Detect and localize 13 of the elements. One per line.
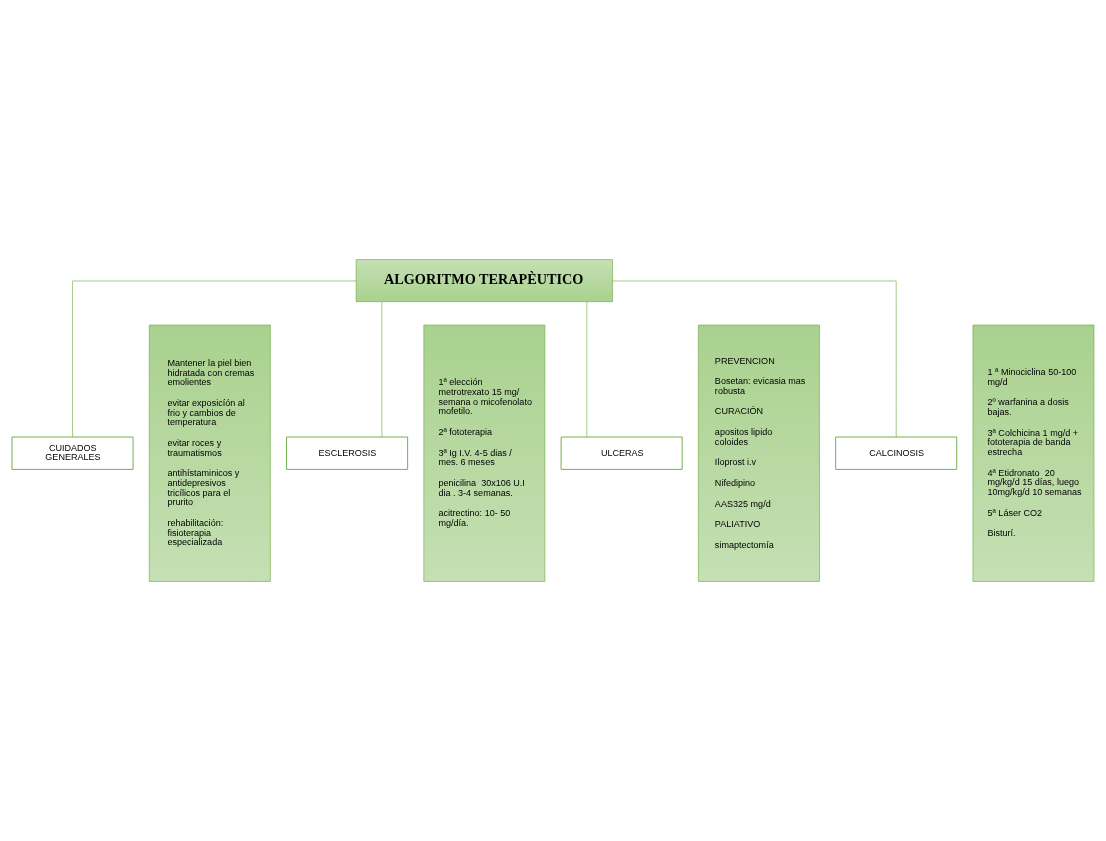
- connector: [586, 301, 588, 438]
- node-box: ESCLEROSIS: [286, 436, 409, 470]
- connector: [72, 280, 357, 438]
- node-box: Mantener la piel bien hidratada con cremas emolientes evitar exposicíón al frio y cambios de temperatura evitar roces y traumatismos antihístaminicos y antidepresivos tricílicos para el prurito rehabilitación: fisioterapia especializada: [148, 324, 271, 582]
- node-box: 1ª elección metrotrexato 15 mg/ semana o micofenolato mofetilo. 2ª fototerapia 3ª Ig I.V. 4-5 dias / mes. 6 meses penicilina 30x106 U.I dia . 3-4 semanas. acitrectino: 10- 50 mg/día.: [423, 324, 546, 582]
- connector: [381, 301, 383, 438]
- connector: [612, 280, 897, 438]
- node-box: PREVENCION Bosetan: evicasia mas robusta CURACIÓN apositos lipido coloides Iloprost i.v Nifedipino AAS325 mg/d PALIATIVO simaptectomía: [698, 324, 820, 582]
- node-box: ULCERAS: [560, 436, 683, 470]
- node-box: CUIDADOS GENERALES: [11, 436, 134, 470]
- node-box: ALGORITMO TERAPÈUTICO: [355, 259, 613, 302]
- node-box: CALCINOSIS: [835, 436, 958, 470]
- node-box: 1 ª Minociclina 50-100 mg/d 2º warfanina a dosis bajas. 3ª Colchicina 1 mg/d + fototerapia de banda estrecha 4ª Etidronato 20 mg/kg/d 15 días, luego 10mg/kg/d 10 semanas 5ª Láser CO2 Bisturí.: [972, 324, 1095, 582]
